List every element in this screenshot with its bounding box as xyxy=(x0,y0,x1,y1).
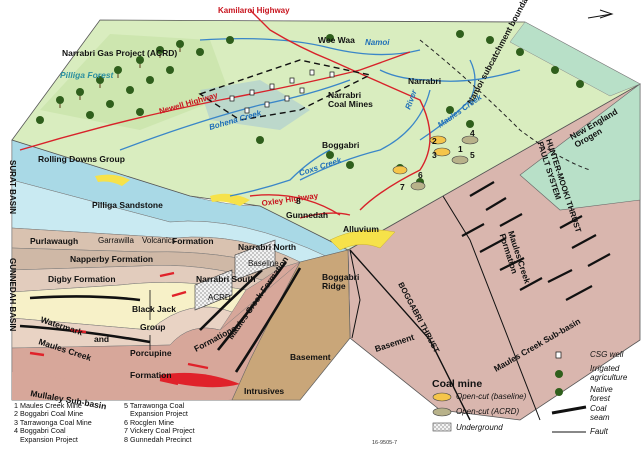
hunter-mooki-fault-line xyxy=(349,249,471,421)
alluvium-band-2 xyxy=(210,193,250,206)
legend-projects-col2: 5 Tarrawonga Coal Expansion Project 6 Ro… xyxy=(124,401,236,444)
legend-native-forest-icon xyxy=(555,388,563,396)
label-wee-waa: Wee Waa xyxy=(318,35,355,45)
label-narrabri: Narrabri xyxy=(408,76,441,86)
front-face-coal-seams xyxy=(19,261,302,373)
legend-coal-mine-title: Coal mine xyxy=(432,378,483,390)
legend-swatches xyxy=(432,351,587,433)
narrabri-north-block xyxy=(234,239,276,281)
legend-irrigated: Irrigated agriculture xyxy=(590,364,628,382)
label-narrabri-gas-project: Narrabri Gas Project (ACRD) xyxy=(62,48,177,58)
marker-6: 6 xyxy=(418,170,423,180)
legend-project-5b: Expansion Project xyxy=(124,409,188,419)
legend-project-6: 6 Rocglen Mine xyxy=(124,417,174,427)
label-kamilaroi-highway: Kamilaroi Highway xyxy=(218,6,290,15)
label-narrabri-north: Narrabri North xyxy=(238,242,296,252)
legend-project-2: 2 Boggabri Coal Mine xyxy=(14,409,84,419)
red-coal-seams xyxy=(29,271,209,386)
right-face-coal-seams xyxy=(461,181,611,301)
csg-wells xyxy=(229,69,335,114)
legend-project-4: 4 Boggabri Coal xyxy=(14,426,66,436)
mullaley-strip xyxy=(12,372,232,400)
legend-open-cut-baseline-swatch xyxy=(432,392,452,402)
subcatchment-boundary xyxy=(419,39,591,171)
highways xyxy=(19,9,431,219)
marker-7: 7 xyxy=(400,182,405,192)
legend-project-3: 3 Tarrawonga Coal Mine xyxy=(14,417,92,427)
label-acrd: ACRD xyxy=(208,293,231,302)
rivers xyxy=(119,37,521,197)
label-surat-basin: SURAT BASIN xyxy=(8,160,17,214)
legend-coal-seam: Coal seam xyxy=(590,404,610,422)
label-purlawaugh: Purlawaugh xyxy=(30,236,78,246)
tree-trunks xyxy=(59,48,181,108)
alluvium-band-3 xyxy=(95,174,130,186)
gas-project-boundary xyxy=(198,59,373,121)
marker-1: 1 xyxy=(458,144,463,154)
legend-underground-swatch xyxy=(432,422,452,432)
intrusives-body xyxy=(160,372,240,388)
label-rolling-downs: Rolling Downs Group xyxy=(38,154,125,164)
legend-open-cut-acrd: Open-cut (ACRD) xyxy=(456,407,520,416)
label-gunnedah-basin: GUNNEDAH BASIN xyxy=(8,258,17,332)
marker-8: 8 xyxy=(296,196,301,206)
boggabri-thrust-line xyxy=(349,249,361,339)
label-formation-b: Formation xyxy=(130,370,172,380)
legend-native-forest: Native forest xyxy=(590,385,613,403)
pilliga-forest-patch xyxy=(40,34,230,130)
alluvium-band xyxy=(329,229,396,251)
marker-5: 5 xyxy=(470,150,475,160)
new-england-orogen xyxy=(519,83,641,211)
label-basement-a: Basement xyxy=(290,352,331,362)
legend-underground: Underground xyxy=(456,423,503,432)
marker-4: 4 xyxy=(470,128,475,138)
marker-2: 2 xyxy=(432,136,437,146)
legend-project-8: 8 Gunnedah Precinct xyxy=(124,434,192,444)
label-porcupine: Porcupine xyxy=(130,348,172,358)
legend-open-cut-acrd-swatch xyxy=(432,407,452,417)
marker-3: 3 xyxy=(432,150,437,160)
label-intrusives: Intrusives xyxy=(244,386,284,396)
legend-csg-well: CSG well xyxy=(590,350,624,359)
label-gunnedah: Gunnedah xyxy=(286,210,328,220)
legend-csg-well-icon xyxy=(555,351,562,359)
label-black-jack: Black Jack xyxy=(132,304,176,314)
mine-pits xyxy=(392,135,479,191)
hunter-mooki-fault-line-2 xyxy=(429,174,541,421)
figure-reference: 16-9505-7 xyxy=(372,440,398,446)
legend-projects-col1: 1 Maules Creek Mine 2 Boggabri Coal Mine… xyxy=(14,401,122,444)
legend-open-cut-baseline: Open-cut (baseline) xyxy=(456,392,527,401)
label-group: Group xyxy=(140,322,166,332)
label-volcanics: Volcanics xyxy=(142,236,176,245)
label-pilliga-sandstone: Pilliga Sandstone xyxy=(92,200,163,210)
north-arrow-icon xyxy=(587,9,614,19)
orogen-strip xyxy=(509,21,641,97)
label-baseline: Baseline xyxy=(248,259,279,268)
label-garrawilla: Garrawilla xyxy=(98,236,135,245)
legend-project-1: 1 Maules Creek Mine xyxy=(14,401,82,410)
label-napperby: Napperby Formation xyxy=(70,254,153,264)
label-formation-a: Formation xyxy=(172,236,214,246)
label-namoi: Namoi xyxy=(365,38,390,47)
label-pilliga-forest: Pilliga Forest xyxy=(60,70,115,80)
label-alluvium: Alluvium xyxy=(343,224,379,234)
irrigated-patch xyxy=(200,80,310,130)
legend-project-5: 5 Tarrawonga Coal xyxy=(124,401,185,410)
label-digby: Digby Formation xyxy=(48,274,116,284)
legend-irrigated-icon xyxy=(555,370,563,378)
legend-project-4b: Expansion Project xyxy=(14,434,78,444)
legend-project-7: 7 Vickery Coal Project xyxy=(124,426,195,436)
label-boggabri: Boggabri xyxy=(322,140,359,150)
narrabri-south-block xyxy=(194,269,233,311)
label-narrabri-south: Narrabri South xyxy=(196,274,256,284)
label-and: and xyxy=(94,334,109,344)
legend-fault: Fault xyxy=(590,427,608,436)
legend-coal-seam-line xyxy=(551,405,587,415)
